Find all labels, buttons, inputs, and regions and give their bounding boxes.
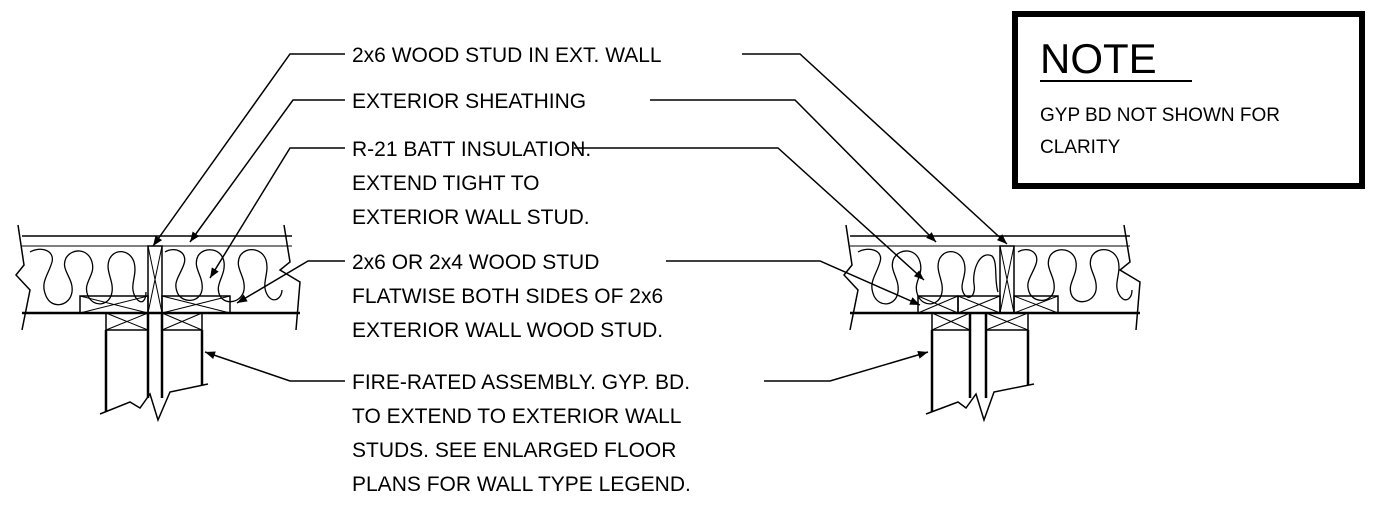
leader-sheathing-right bbox=[650, 99, 937, 243]
label-exterior-sheathing: EXTERIOR SHEATHING bbox=[352, 90, 586, 113]
right-exterior-wall-stud bbox=[999, 245, 1015, 314]
note-line1: GYP BD NOT SHOWN FOR bbox=[1040, 105, 1280, 126]
leader-fire-left bbox=[204, 351, 345, 382]
leader-stud-ext-left bbox=[152, 53, 345, 247]
label-batt-line2: EXTEND TIGHT TO bbox=[352, 172, 539, 195]
right-flatwise-stud-mid bbox=[957, 295, 1001, 314]
leader-flat-left bbox=[236, 260, 345, 304]
left-batt-insulation-1 bbox=[29, 248, 147, 306]
label-batt-line1: R-21 BATT INSULATION. bbox=[352, 138, 591, 161]
note-line2: CLARITY bbox=[1040, 137, 1121, 158]
leader-fire-right bbox=[764, 351, 929, 382]
right-break-line-left bbox=[843, 224, 859, 331]
leader-batt-left bbox=[209, 147, 345, 279]
leader-batt-right bbox=[574, 147, 925, 281]
right-flatwise-stud-right bbox=[1013, 295, 1059, 314]
left-interior-stud-right bbox=[161, 312, 203, 331]
note-box: NOTE GYP BD NOT SHOWN FOR CLARITY bbox=[1012, 11, 1365, 189]
left-break-line-left bbox=[15, 224, 31, 331]
note-box-frame bbox=[1012, 11, 1365, 189]
left-batt-insulation-2 bbox=[164, 249, 283, 303]
left-exterior-wall-stud bbox=[147, 245, 163, 314]
right-fire-rated-wall bbox=[925, 313, 1035, 423]
label-stud-ext-wall: 2x6 WOOD STUD IN EXT. WALL bbox=[352, 44, 662, 67]
right-batt-insulation-1 bbox=[857, 248, 999, 305]
right-interior-stud-left bbox=[931, 312, 971, 331]
left-interior-stud-left bbox=[105, 312, 149, 331]
leader-flat-right bbox=[666, 260, 921, 306]
label-flat-stud-line1: 2x6 OR 2x4 WOOD STUD bbox=[352, 251, 599, 274]
right-interior-stud-right bbox=[985, 312, 1029, 331]
label-fire-line4: PLANS FOR WALL TYPE LEGEND. bbox=[352, 473, 691, 496]
note-title: NOTE bbox=[1040, 35, 1157, 82]
left-wall-detail bbox=[15, 224, 301, 423]
leader-sheathing-left bbox=[189, 99, 345, 243]
label-batt-line3: EXTERIOR WALL STUD. bbox=[352, 206, 590, 229]
right-break-line-right bbox=[1118, 224, 1141, 331]
label-fire-line3: STUDS. SEE ENLARGED FLOOR bbox=[352, 439, 676, 462]
label-flat-stud-line2: FLATWISE BOTH SIDES OF 2x6 bbox=[352, 285, 663, 308]
leader-stud-ext-right bbox=[742, 53, 1008, 245]
label-fire-line2: TO EXTEND TO EXTERIOR WALL bbox=[352, 405, 681, 428]
right-batt-insulation-2 bbox=[1017, 249, 1133, 303]
label-flat-stud-line3: EXTERIOR WALL WOOD STUD. bbox=[352, 319, 663, 342]
label-fire-line1: FIRE-RATED ASSEMBLY. GYP. BD. bbox=[352, 371, 690, 394]
callout-labels: 2x6 WOOD STUD IN EXT. WALL EXTERIOR SHEA… bbox=[352, 44, 691, 496]
right-wall-detail bbox=[843, 224, 1141, 423]
leader-lines bbox=[152, 53, 1008, 382]
right-flatwise-stud-left bbox=[917, 295, 959, 314]
left-fire-rated-wall bbox=[99, 313, 209, 423]
left-flatwise-stud-left bbox=[79, 295, 149, 314]
left-break-line-right bbox=[278, 224, 301, 331]
